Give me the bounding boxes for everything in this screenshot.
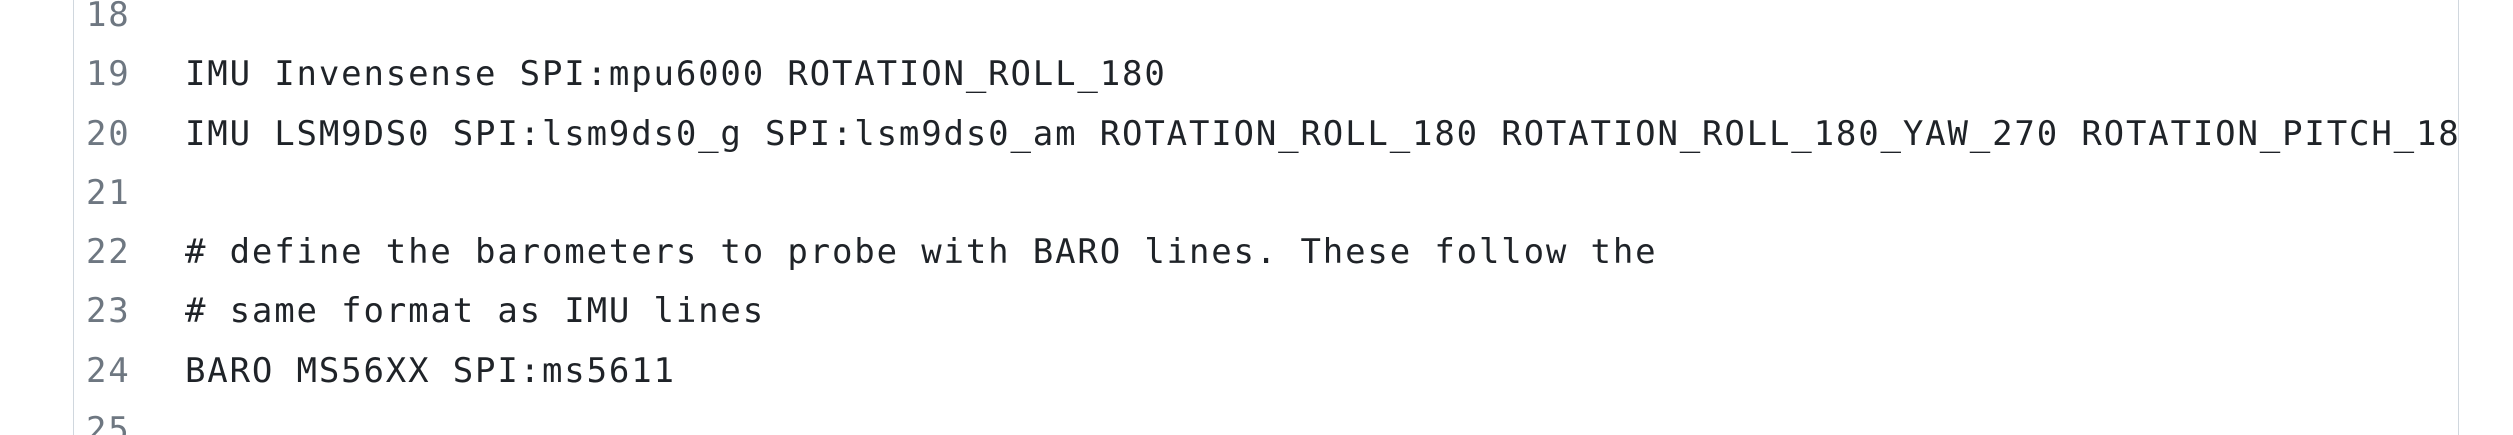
code-panel: 18 19 IMU Invensense SPI:mpu6000 ROTATION_… (73, 0, 2459, 435)
code-lines: 18 19 IMU Invensense SPI:mpu6000 ROTATION_… (74, 0, 2458, 435)
line-number[interactable]: 25 (86, 410, 131, 435)
code-line-row: 20 IMU LSM9DS0 SPI:lsm9ds0_g SPI:lsm9ds0_… (74, 105, 2458, 164)
line-number[interactable]: 21 (86, 172, 131, 213)
line-number[interactable]: 23 (86, 291, 131, 332)
code-line-row: 24 BARO MS56XX SPI:ms5611 (74, 342, 2458, 401)
line-number[interactable]: 18 (86, 0, 131, 35)
code-line-text: # same format as IMU lines (185, 291, 766, 332)
code-line-row: 19 IMU Invensense SPI:mpu6000 ROTATION_RO… (74, 45, 2458, 104)
code-line-text: IMU LSM9DS0 SPI:lsm9ds0_g SPI:lsm9ds0_am… (185, 113, 2459, 154)
code-line-row: 22 # define the barometers to probe with … (74, 223, 2458, 282)
code-line-text: BARO MS56XX SPI:ms5611 (185, 350, 676, 391)
code-line-text: IMU Invensense SPI:mpu6000 ROTATION_ROLL… (185, 54, 1167, 95)
line-number[interactable]: 24 (86, 350, 131, 391)
code-line-row: 25 (74, 401, 2458, 435)
line-number[interactable]: 19 (86, 54, 131, 95)
line-number[interactable]: 20 (86, 113, 131, 154)
code-line-text: # define the barometers to probe with BA… (185, 232, 1658, 273)
code-line-row: 18 (74, 0, 2458, 45)
line-number[interactable]: 22 (86, 232, 131, 273)
code-line-row: 21 (74, 164, 2458, 223)
code-line-row: 23 # same format as IMU lines (74, 282, 2458, 341)
